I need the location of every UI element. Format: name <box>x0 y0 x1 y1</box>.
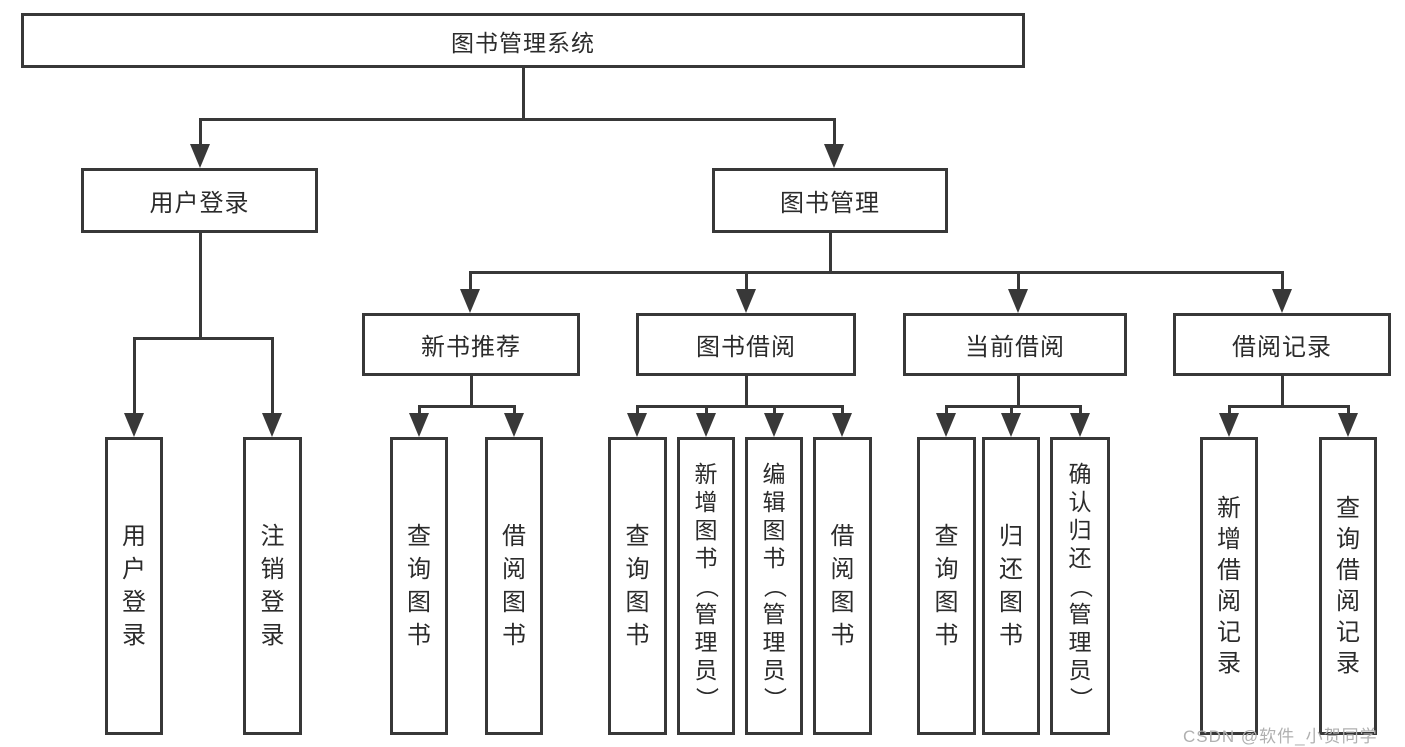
arrow-down-icon <box>936 413 956 437</box>
node-label: 用户登录 <box>149 190 250 217</box>
leaf-borrow-books-2: 借阅图书 <box>813 437 872 735</box>
connector-line <box>1009 405 1013 419</box>
leaf-confirm-return-admin: 确认归还（管理员） <box>1050 437 1110 735</box>
leaf-add-borrow-record: 新增借阅记录 <box>1200 437 1258 735</box>
node-label: 当前借阅 <box>965 334 1065 361</box>
arrow-down-icon <box>504 413 524 437</box>
leaf-query-borrow-record: 查询借阅记录 <box>1319 437 1377 735</box>
connector-line <box>521 68 525 118</box>
connector-line <box>744 271 748 295</box>
connector-line <box>270 337 274 420</box>
leaf-query-books-3: 查询图书 <box>917 437 976 735</box>
arrow-down-icon <box>124 413 144 437</box>
connector-line <box>198 118 202 150</box>
connector-line <box>944 405 1082 408</box>
leaf-query-books-1: 查询图书 <box>390 437 448 735</box>
arrow-down-icon <box>1272 289 1292 313</box>
arrow-down-icon <box>736 289 756 313</box>
leaf-query-books-2: 查询图书 <box>608 437 667 735</box>
leaf-add-books-admin: 新增图书（管理员） <box>677 437 735 735</box>
connector-line <box>1016 271 1020 295</box>
connector-line <box>198 118 836 121</box>
connector-line <box>1016 376 1020 405</box>
connector-line <box>635 405 844 408</box>
watermark: CSDN @软件_小贺同学 <box>1183 727 1378 746</box>
connector-line <box>744 376 748 405</box>
connector-line <box>1346 405 1350 419</box>
node-label: 图书管理 <box>780 190 880 217</box>
connector-line <box>468 271 472 295</box>
node-book-management: 图书管理 <box>712 168 948 233</box>
connector-line <box>840 405 844 419</box>
connector-line <box>704 405 708 419</box>
leaf-user-login: 用户登录 <box>105 437 163 735</box>
leaf-logout: 注销登录 <box>243 437 302 735</box>
node-current-borrow: 当前借阅 <box>903 313 1127 376</box>
node-label: 图书管理系统 <box>451 29 595 56</box>
arrow-down-icon <box>832 413 852 437</box>
arrow-down-icon <box>824 144 844 168</box>
arrow-down-icon <box>1001 413 1021 437</box>
connector-line <box>944 405 948 419</box>
arrow-down-icon <box>409 413 429 437</box>
leaf-borrow-books-1: 借阅图书 <box>485 437 543 735</box>
connector-line <box>1227 405 1231 419</box>
leaf-return-books: 归还图书 <box>982 437 1040 735</box>
connector-line <box>1227 405 1350 408</box>
arrow-down-icon <box>460 289 480 313</box>
connector-line <box>512 405 516 419</box>
node-user-login: 用户登录 <box>81 168 318 233</box>
node-label: 借阅记录 <box>1232 334 1332 361</box>
connector-line <box>468 271 1284 274</box>
connector-line <box>132 337 274 340</box>
leaf-edit-books-admin: 编辑图书（管理员） <box>745 437 803 735</box>
connector-line <box>828 233 832 271</box>
node-label: 图书借阅 <box>696 334 796 361</box>
arrow-down-icon <box>1338 413 1358 437</box>
arrow-down-icon <box>627 413 647 437</box>
node-label: 新书推荐 <box>421 334 521 361</box>
arrow-down-icon <box>1008 289 1028 313</box>
node-book-borrow: 图书借阅 <box>636 313 856 376</box>
arrow-down-icon <box>262 413 282 437</box>
node-new-book-recommend: 新书推荐 <box>362 313 580 376</box>
arrow-down-icon <box>1219 413 1239 437</box>
connector-line <box>469 376 473 405</box>
connector-line <box>1280 271 1284 295</box>
node-root: 图书管理系统 <box>21 13 1025 68</box>
arrow-down-icon <box>190 144 210 168</box>
arrow-down-icon <box>1070 413 1090 437</box>
node-borrow-records: 借阅记录 <box>1173 313 1391 376</box>
connector-line <box>832 118 836 150</box>
connector-line <box>417 405 421 419</box>
connector-line <box>635 405 639 419</box>
connector-line <box>1078 405 1082 419</box>
connector-line <box>132 337 136 420</box>
connector-line <box>417 405 516 408</box>
connector-line <box>198 233 202 337</box>
connector-line <box>1280 376 1284 405</box>
connector-line <box>772 405 776 419</box>
arrow-down-icon <box>696 413 716 437</box>
arrow-down-icon <box>764 413 784 437</box>
